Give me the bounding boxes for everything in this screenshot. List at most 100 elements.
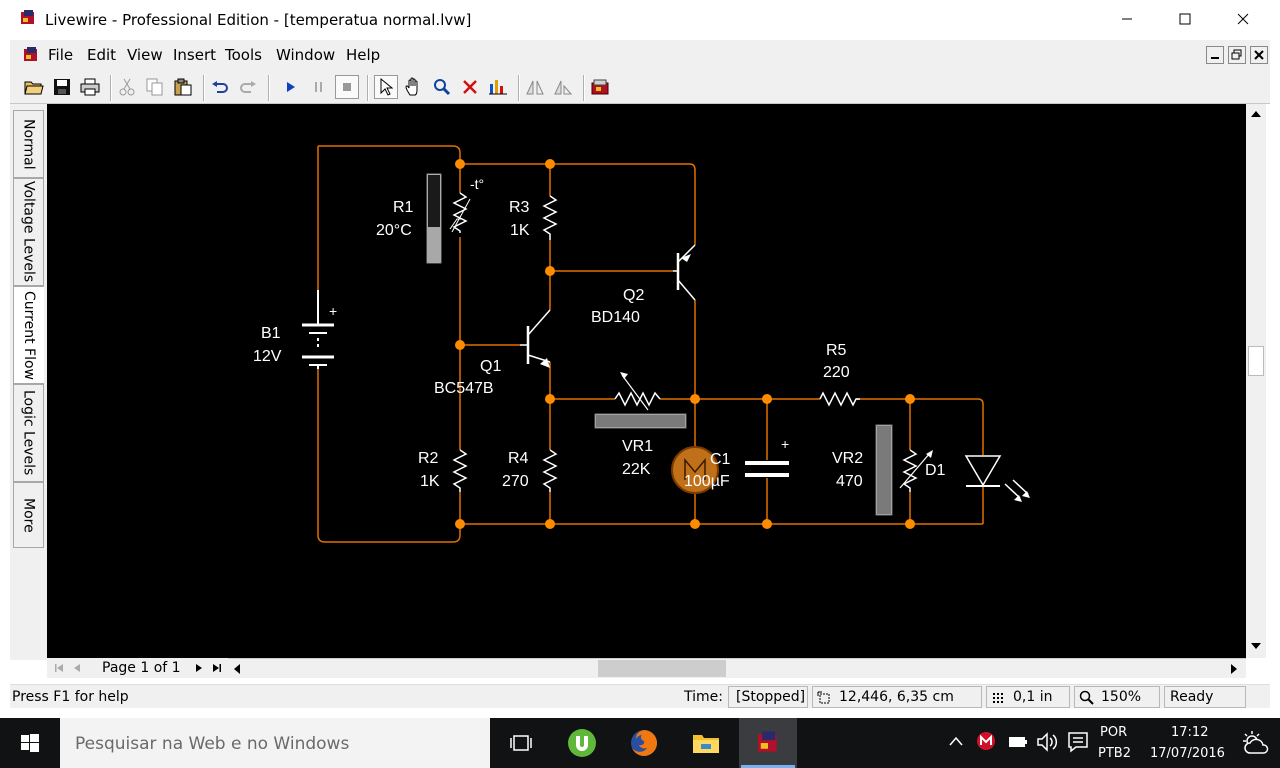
weather-icon[interactable]	[1240, 729, 1274, 757]
battery-b1[interactable]	[302, 290, 334, 369]
led-d1[interactable]	[964, 455, 1030, 502]
junction-node	[545, 394, 555, 404]
scroll-left-icon[interactable]	[231, 662, 243, 676]
graph-button[interactable]	[486, 75, 510, 99]
menu-view[interactable]: View	[127, 46, 163, 64]
tab-voltage-levels[interactable]: Voltage Levels	[13, 178, 44, 286]
junction-node	[545, 266, 555, 276]
cut-button[interactable]	[115, 75, 139, 99]
pause-button[interactable]	[307, 75, 331, 99]
q1-name: Q1	[480, 358, 501, 375]
next-page-icon[interactable]	[193, 662, 205, 674]
copy-button[interactable]	[143, 75, 167, 99]
start-button[interactable]	[0, 718, 60, 768]
paste-button[interactable]	[171, 75, 195, 99]
redo-icon	[240, 81, 256, 93]
horizontal-scrollbar[interactable]	[228, 658, 1246, 678]
tab-current-flow[interactable]: Current Flow	[13, 286, 44, 384]
utorrent-taskbar-button[interactable]	[553, 718, 611, 768]
child-minimize-button[interactable]	[1206, 46, 1224, 64]
volume-icon[interactable]	[1036, 732, 1058, 752]
document-icon[interactable]	[22, 46, 40, 64]
status-bar: Press F1 for help Time: [Stopped] 12,446…	[10, 684, 1270, 708]
delete-button[interactable]	[458, 75, 482, 99]
maximize-button[interactable]	[1156, 0, 1214, 38]
tab-normal[interactable]: Normal	[13, 110, 44, 178]
first-page-icon[interactable]	[53, 662, 65, 674]
transistor-q1[interactable]	[520, 309, 551, 368]
select-button[interactable]	[374, 75, 398, 99]
zoom-box: 150%	[1074, 686, 1160, 708]
tray-app-icon[interactable]	[976, 731, 998, 753]
folder-icon	[693, 735, 719, 753]
resistor-r3[interactable]	[542, 195, 558, 240]
horizontal-scroll-thumb[interactable]	[598, 660, 726, 677]
run-button[interactable]	[279, 75, 303, 99]
open-button[interactable]	[22, 75, 46, 99]
resistor-r4[interactable]	[542, 449, 558, 492]
save-button[interactable]	[50, 75, 74, 99]
app-state: Ready	[1170, 689, 1214, 705]
redo-button[interactable]	[236, 75, 260, 99]
menu-insert[interactable]: Insert	[173, 46, 217, 64]
menu-file[interactable]: File	[48, 46, 74, 64]
component-gallery-button[interactable]	[588, 75, 612, 99]
r4-name: R4	[508, 450, 529, 467]
firefox-taskbar-button[interactable]	[615, 718, 673, 768]
resistor-r5[interactable]	[819, 391, 860, 407]
task-view-button[interactable]	[492, 718, 550, 768]
schematic-canvas[interactable]: + B1 12V -t° R1 20°C R3 1K Q2 BD140 Q1 B…	[47, 104, 1246, 658]
previous-page-icon[interactable]	[71, 662, 83, 674]
rotate-button[interactable]	[551, 75, 575, 99]
clock-date[interactable]: 17/07/2016	[1150, 746, 1225, 761]
potentiometer-vr2[interactable]	[875, 424, 933, 516]
tab-more[interactable]: More	[13, 482, 44, 548]
print-button[interactable]	[78, 75, 102, 99]
circuit-diagram[interactable]: + B1 12V -t° R1 20°C R3 1K Q2 BD140 Q1 B…	[47, 104, 1246, 658]
keyboard-layout[interactable]: PTB2	[1098, 746, 1131, 761]
scroll-up-icon[interactable]	[1249, 108, 1263, 120]
minimize-button[interactable]	[1098, 0, 1156, 38]
open-folder-icon	[24, 81, 44, 95]
action-center-icon[interactable]	[1067, 731, 1089, 753]
battery-icon[interactable]	[1007, 733, 1029, 751]
child-close-button[interactable]	[1250, 46, 1268, 64]
pan-button[interactable]	[402, 75, 426, 99]
vertical-scroll-thumb[interactable]	[1248, 346, 1264, 376]
close-button[interactable]	[1214, 0, 1272, 38]
restore-icon	[1231, 49, 1242, 60]
livewire-taskbar-button[interactable]	[739, 718, 797, 768]
clock-time[interactable]: 17:12	[1171, 725, 1209, 740]
potentiometer-vr1[interactable]	[594, 372, 687, 429]
scroll-right-icon[interactable]	[1228, 662, 1240, 676]
menu-edit[interactable]: Edit	[87, 46, 117, 64]
search-box[interactable]: Pesquisar na Web e no Windows	[60, 718, 490, 768]
menu-help[interactable]: Help	[346, 46, 381, 64]
toolbar-separator	[203, 75, 205, 101]
capacitor-c1[interactable]	[745, 461, 789, 477]
undo-button[interactable]	[208, 75, 232, 99]
zoom-button[interactable]	[430, 75, 454, 99]
input-language[interactable]: POR	[1100, 725, 1128, 740]
thermistor-r1[interactable]	[426, 173, 471, 264]
junction-node	[690, 394, 700, 404]
current-meter[interactable]	[671, 446, 719, 494]
r1-value: 20°C	[376, 222, 412, 239]
scroll-down-icon[interactable]	[1249, 640, 1263, 652]
show-hidden-icons-icon[interactable]	[948, 735, 964, 747]
flip-button[interactable]	[523, 75, 547, 99]
file-explorer-taskbar-button[interactable]	[677, 718, 735, 768]
child-restore-button[interactable]	[1228, 46, 1246, 64]
menu-tools[interactable]: Tools	[225, 46, 262, 64]
search-placeholder[interactable]: Pesquisar na Web e no Windows	[75, 734, 350, 754]
transistor-q2[interactable]	[673, 244, 696, 301]
last-page-icon[interactable]	[211, 662, 223, 674]
vertical-scrollbar[interactable]	[1246, 104, 1266, 658]
menu-window[interactable]: Window	[276, 46, 336, 64]
close-icon	[1237, 13, 1249, 25]
stop-button[interactable]	[335, 75, 359, 99]
firefox-icon	[631, 730, 657, 756]
tab-logic-levels[interactable]: Logic Levels	[13, 384, 44, 482]
resistor-r2[interactable]	[452, 449, 468, 492]
menu-bar: File Edit View Insert Tools Window Help	[10, 40, 1270, 70]
